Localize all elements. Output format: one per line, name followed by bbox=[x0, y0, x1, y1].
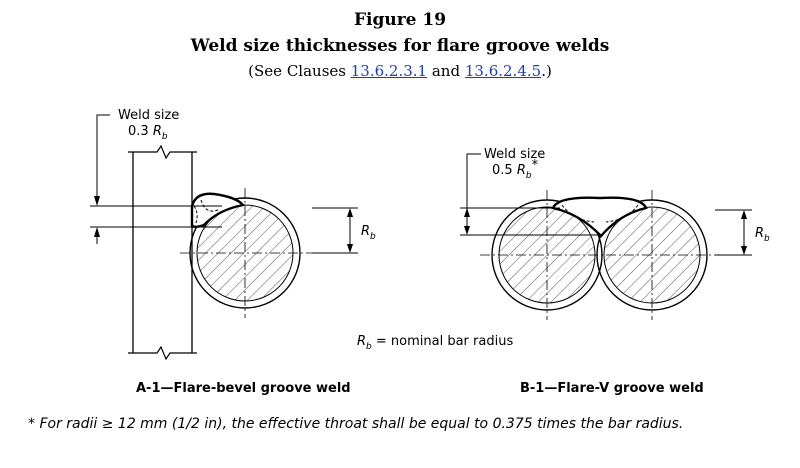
caption-b1: B-1—Flare-V groove weld bbox=[520, 381, 704, 396]
weld-size-arrow-up bbox=[94, 227, 100, 237]
weld-size-arrow-down bbox=[94, 196, 100, 206]
flare-v-diagram bbox=[460, 153, 752, 320]
weld-size-arrow-down bbox=[464, 208, 470, 217]
weld-size-leader bbox=[96, 114, 110, 197]
weld-size-arrow-up bbox=[464, 226, 470, 235]
footnote: * For radii ≥ 12 mm (1/2 in), the effect… bbox=[28, 416, 684, 432]
b-rb-label: Rb bbox=[755, 226, 770, 244]
clause-link-13-6-2-4-5[interactable]: 13.6.2.4.5 bbox=[464, 62, 542, 80]
weld-fusion-dashed bbox=[200, 199, 221, 212]
rb-arrow-top bbox=[741, 210, 747, 219]
rb-arrow-bottom bbox=[347, 244, 353, 253]
a-weld-size-label: Weld size bbox=[118, 108, 179, 123]
plate-break-bottom bbox=[128, 345, 197, 361]
plate-break-top bbox=[128, 144, 197, 160]
flare-bevel-diagram bbox=[90, 114, 358, 361]
ref-suffix: .) bbox=[541, 62, 552, 80]
weld-root-dashed bbox=[193, 205, 198, 224]
rb-legend: Rb = nominal bar radius bbox=[357, 334, 513, 352]
weld-size-leader bbox=[466, 153, 481, 215]
clause-reference: (See Clauses 13.6.2.3.1 and 13.6.2.4.5.) bbox=[0, 62, 800, 80]
caption-a1: A-1—Flare-bevel groove weld bbox=[136, 381, 351, 396]
ref-prefix: (See Clauses bbox=[248, 62, 351, 80]
ref-and: and bbox=[427, 62, 465, 80]
figure-number: Figure 19 bbox=[353, 10, 447, 30]
weld-bead bbox=[551, 196, 648, 238]
figure-title: Weld size thicknesses for flare groove w… bbox=[190, 36, 610, 56]
b-weld-size-value: 0.5 Rb* bbox=[492, 158, 539, 181]
clause-link-13-6-2-3-1[interactable]: 13.6.2.3.1 bbox=[350, 62, 428, 80]
b-weld-size-label: Weld size bbox=[484, 147, 545, 162]
rb-arrow-top bbox=[347, 208, 353, 217]
a-weld-size-value: 0.3 Rb bbox=[128, 124, 168, 142]
a-rb-label: Rb bbox=[361, 224, 376, 242]
rb-arrow-bottom bbox=[741, 246, 747, 255]
